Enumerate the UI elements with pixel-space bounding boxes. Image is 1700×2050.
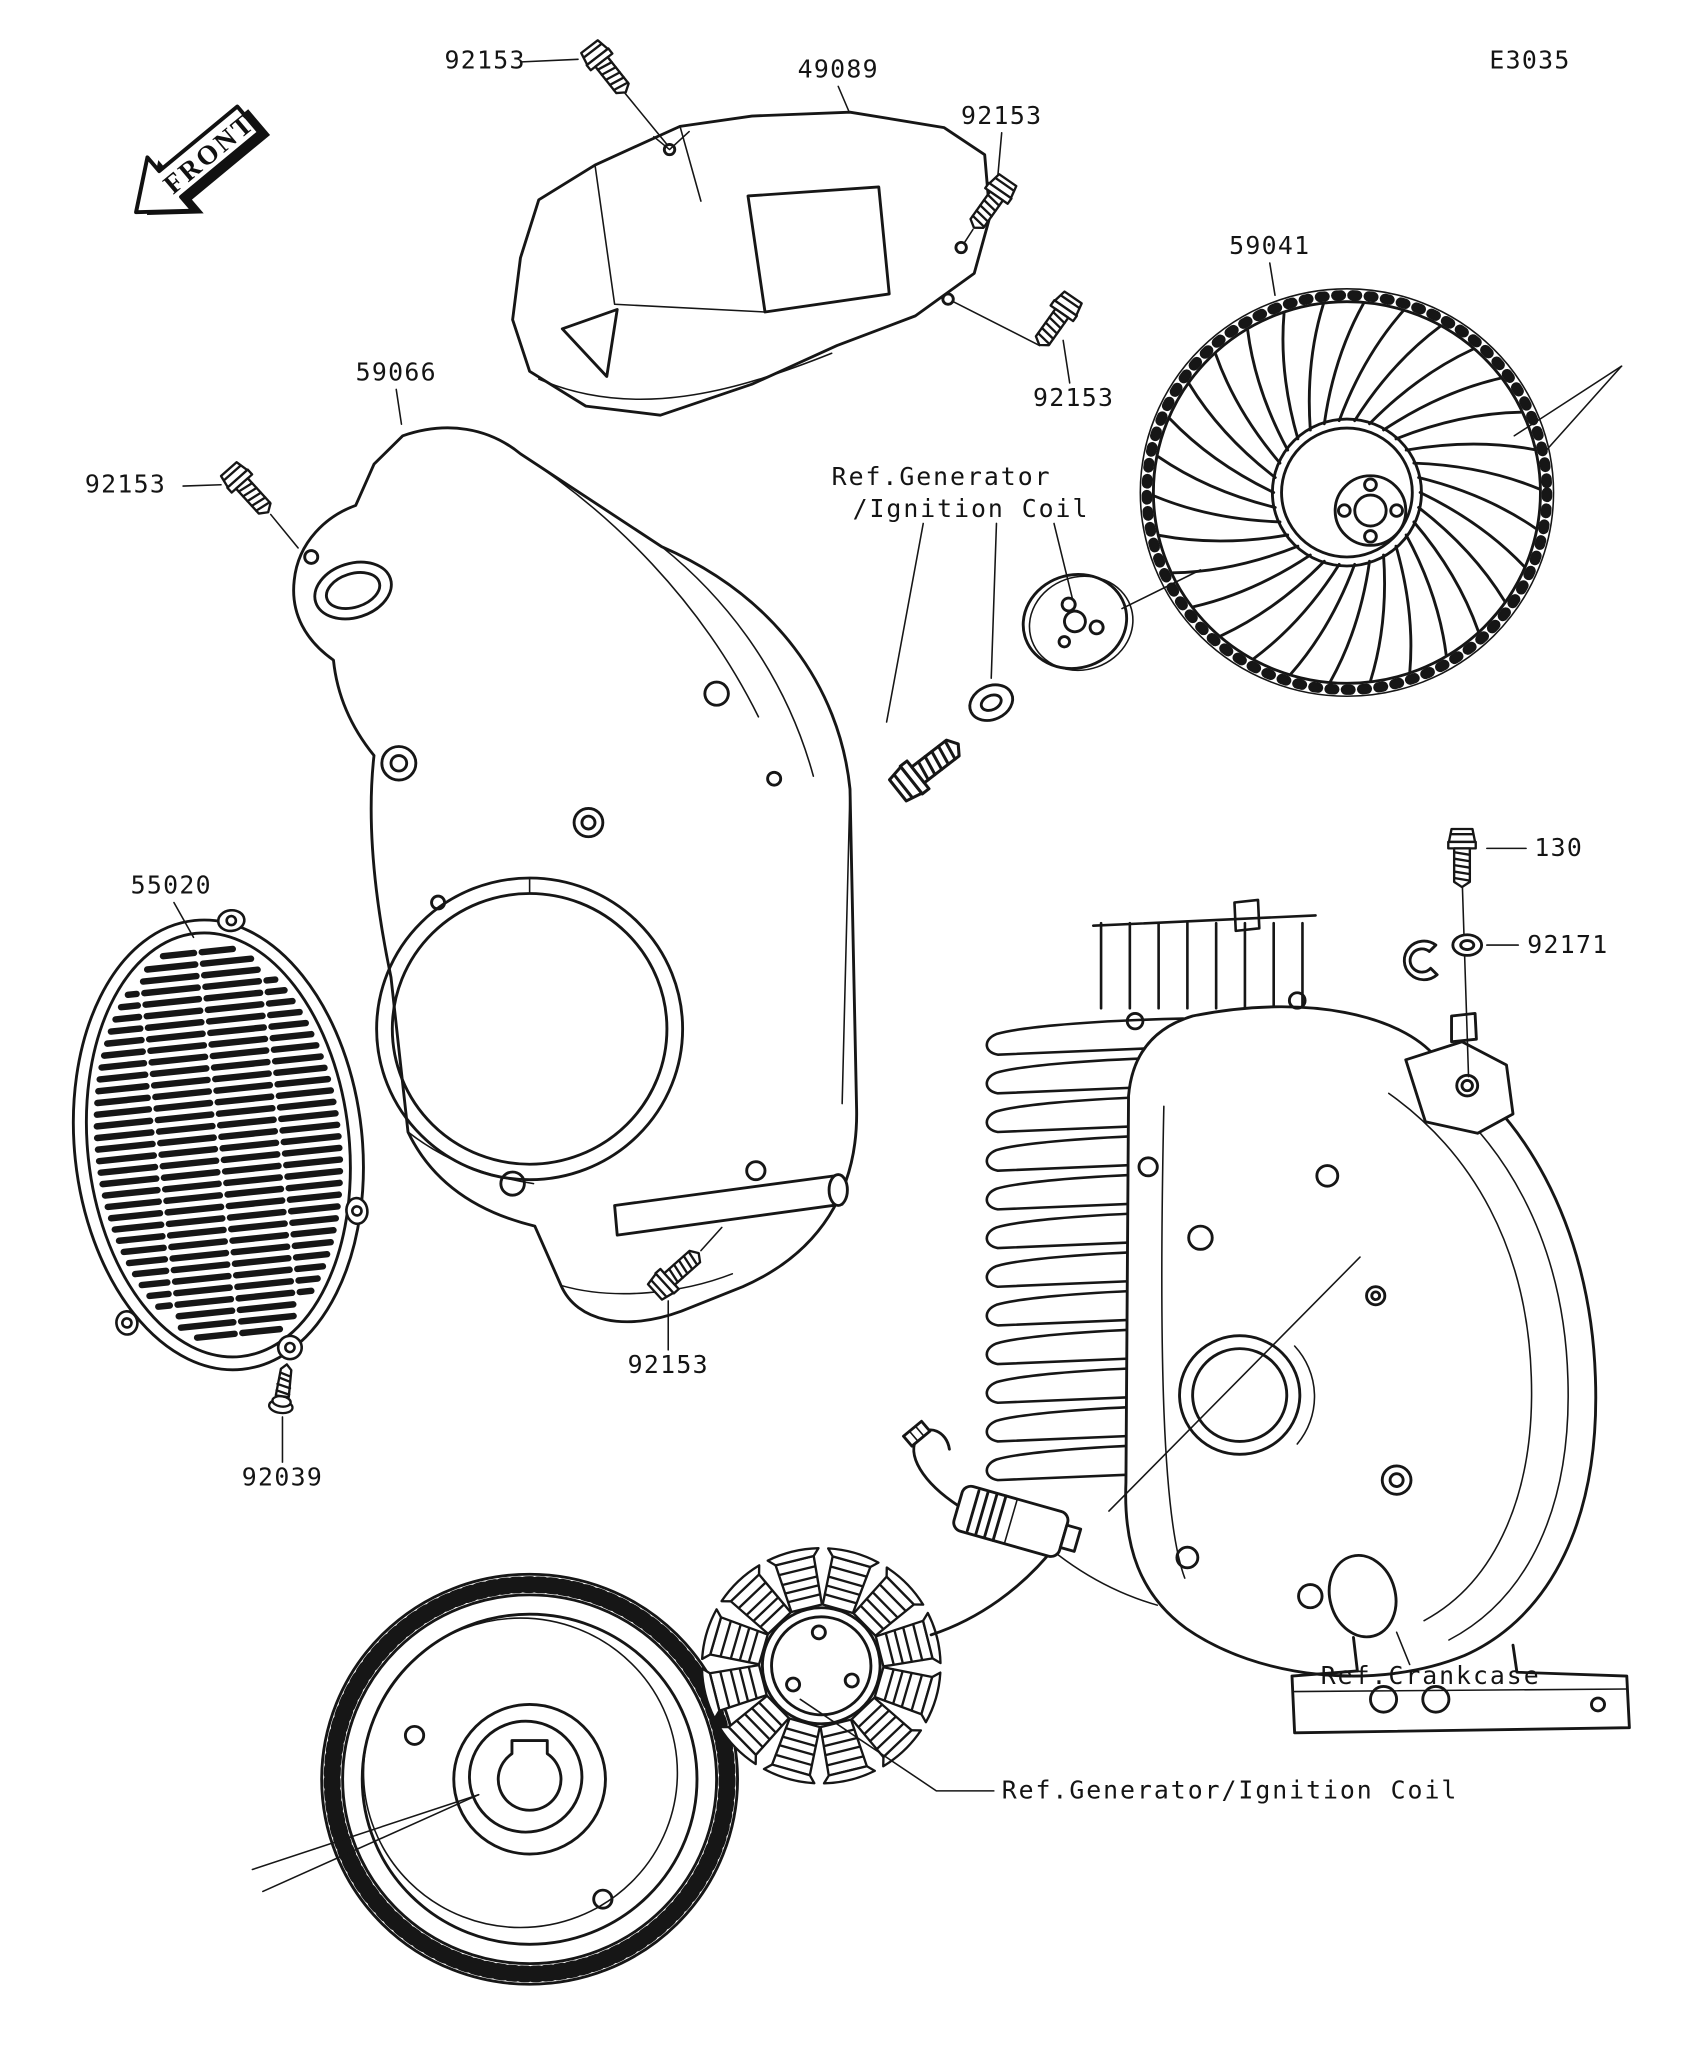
bolt-left [217, 458, 280, 523]
stator-coils [700, 1547, 942, 1785]
stator-core [760, 1606, 882, 1726]
flywheel [320, 1572, 739, 1986]
labels: E3035 92153 49089 92153 59041 92153 5906… [85, 45, 1608, 1805]
label-92171: 92171 [1527, 930, 1608, 959]
ignition-coil [902, 1256, 1361, 1637]
label-92153-left: 92153 [85, 470, 166, 499]
front-direction-arrow: FRONT [134, 104, 271, 215]
label-55020: 55020 [131, 871, 212, 900]
crankcase-top-fins [1091, 898, 1317, 1010]
screen-grille [71, 908, 369, 1372]
cooling-fan [1139, 288, 1555, 697]
label-92039: 92039 [242, 1462, 323, 1491]
label-ref-generator-2: /Ignition Coil [853, 494, 1090, 523]
bolt-crankcase-130 [1447, 827, 1477, 889]
label-ref-generator-1: Ref.Generator [832, 462, 1052, 491]
grille-slats [93, 945, 344, 1341]
label-130: 130 [1534, 833, 1583, 862]
label-59066: 59066 [356, 358, 437, 387]
label-diagram-code: E3035 [1489, 45, 1570, 74]
label-92153-upper-right: 92153 [961, 101, 1042, 130]
label-92153-top: 92153 [445, 45, 526, 74]
label-92153-mid-right: 92153 [1033, 383, 1114, 412]
clamp-92171 [1402, 939, 1439, 982]
washer-92171 [1451, 933, 1484, 957]
fan-fins [1153, 302, 1541, 683]
fan-housing [292, 426, 858, 1324]
screw-92039 [267, 1361, 300, 1416]
top-cover-shroud [511, 110, 992, 417]
label-92153-bottom: 92153 [628, 1350, 709, 1379]
grille-tabs [115, 908, 369, 1361]
fasteners [217, 37, 1484, 1416]
front-arrow-body [134, 104, 262, 215]
label-59041: 59041 [1229, 231, 1310, 260]
crankcase [985, 898, 1631, 1735]
label-49089: 49089 [798, 55, 879, 84]
crankcase-side-fins [985, 1017, 1185, 1482]
leader-lines [173, 58, 1623, 1893]
generator-mount-assembly [885, 572, 1134, 806]
label-ref-generator-bottom: Ref.Generator/Ignition Coil [1002, 1776, 1459, 1805]
fan-hub [1333, 474, 1408, 547]
label-ref-crankcase: Ref.Crankcase [1321, 1661, 1541, 1690]
bolt-top [577, 37, 638, 102]
